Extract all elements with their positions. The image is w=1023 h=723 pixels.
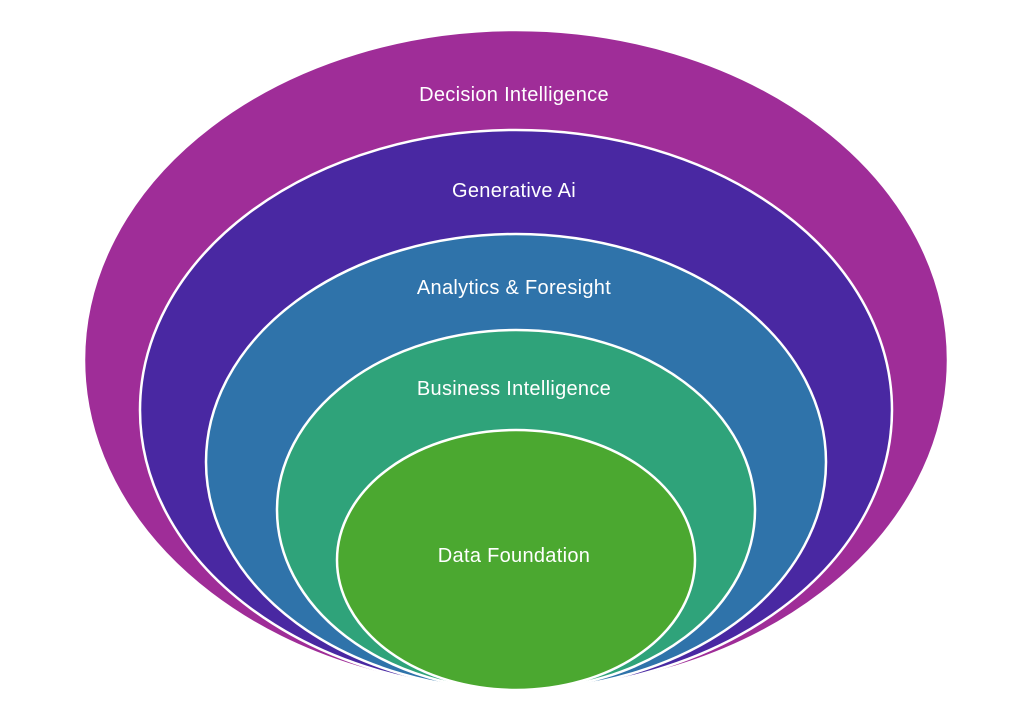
layer-label-decision-intelligence: Decision Intelligence	[419, 84, 609, 106]
layer-label-generative-ai: Generative Ai	[452, 180, 576, 202]
layer-label-analytics-foresight: Analytics & Foresight	[417, 277, 611, 299]
layer-label-data-foundation: Data Foundation	[438, 545, 590, 567]
layer-ellipse-data-foundation	[335, 428, 697, 692]
layer-label-business-intelligence: Business Intelligence	[417, 378, 611, 400]
